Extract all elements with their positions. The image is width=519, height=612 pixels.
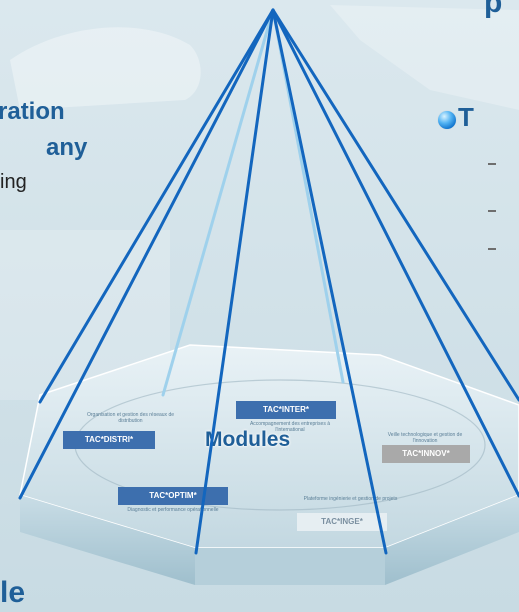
left-heading-line2: any (46, 134, 88, 161)
module-distri-badge[interactable]: TAC*DISTRI* (63, 431, 155, 449)
list-dash-1 (488, 163, 496, 165)
module-distri-desc: Organisation et gestion des réseaux de d… (87, 412, 174, 424)
bottom-left-heading: le (0, 576, 26, 609)
top-heading-fragment: p (484, 0, 503, 19)
module-innov-badge[interactable]: TAC*INNOV* (382, 445, 470, 463)
list-dash-3 (488, 248, 496, 250)
left-heading-line1: ration (0, 98, 65, 125)
module-inter-badge[interactable]: TAC*INTER* (236, 401, 336, 419)
module-inge-desc: Plateforme ingénierie et gestion de proj… (303, 496, 398, 502)
left-body-text: ing (0, 171, 27, 193)
module-optim-badge[interactable]: TAC*OPTIM* (118, 487, 228, 505)
right-heading-letter: T (458, 102, 474, 132)
modules-label: Modules (205, 428, 291, 451)
module-innov-desc: Veille technologique et gestion de l'inn… (387, 432, 463, 444)
module-optim-desc: Diagnostic et performance opérationnelle (127, 507, 219, 513)
bullet-sphere-icon (438, 111, 456, 129)
module-inge-badge[interactable]: TAC*INGE* (297, 513, 387, 531)
list-dash-2 (488, 210, 496, 212)
